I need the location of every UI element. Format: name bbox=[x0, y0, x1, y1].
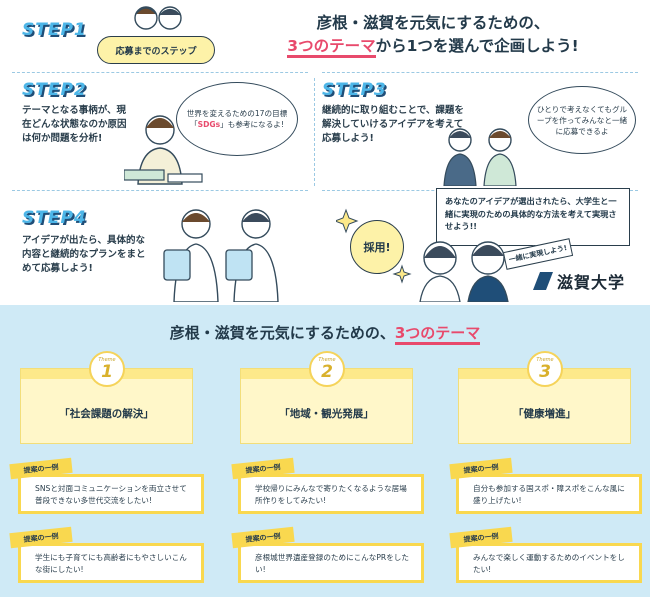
theme-medal-label: Theme bbox=[318, 357, 336, 363]
title-highlight: 3つのテーマ bbox=[287, 37, 376, 58]
university-mark-icon bbox=[533, 272, 553, 290]
sdgs-highlight: SDGs bbox=[197, 120, 221, 129]
university-students-illustration bbox=[419, 241, 509, 302]
step4-label: STEP4 bbox=[22, 208, 87, 228]
example-box: SNSと対面コミュニケーションを両立させて普段できない多世代交流をしたい! bbox=[18, 474, 204, 514]
theme-medal: Theme 1 bbox=[89, 351, 125, 387]
step2-text: テーマとなる事柄が、現在どんな状態なのか原因は何か問題を分析! bbox=[22, 105, 127, 144]
sparkle-decoration bbox=[336, 208, 412, 284]
steps-panel: STEP1 応募までのステップ 彦根・滋賀を元気にするための、 3つのテーマから… bbox=[0, 0, 650, 305]
step4-text: アイデアが出たら、具体的な内容と継続的なプランをまとめて応募しよう! bbox=[22, 235, 146, 274]
adopt-description: あなたのアイデアが選出されたら、大学生と一緒に実現のための具体的な方法を考えて実… bbox=[436, 188, 630, 246]
theme-number: 2 bbox=[321, 362, 333, 382]
themes-title: 彦根・滋賀を元気にするための、3つのテーマ bbox=[0, 322, 650, 345]
student-thinking-illustration bbox=[124, 115, 203, 185]
students-tablets-illustration bbox=[163, 209, 279, 302]
theme-name: 「健康増進」 bbox=[513, 408, 576, 420]
kids-illustration bbox=[134, 6, 182, 30]
example-box: 学校帰りにみんなで寄りたくなるような居場所作りをしてみたい! bbox=[238, 474, 424, 514]
sdgs-bubble-text-b: 」も参考になるよ! bbox=[220, 120, 284, 129]
step2-label: STEP2 bbox=[22, 80, 87, 100]
steps-badge: 応募までのステップ bbox=[97, 36, 215, 64]
adopt-badge: 採用! bbox=[350, 220, 404, 274]
example-box: 学生にも子育てにも高齢者にもやさしいこんな街にしたい! bbox=[18, 543, 204, 583]
page-title: 彦根・滋賀を元気にするための、 3つのテーマから1つを選んで企画しよう! bbox=[228, 12, 638, 58]
theme-name: 「地域・観光発展」 bbox=[279, 408, 374, 420]
themes-title-prefix: 彦根・滋賀を元気にするための、 bbox=[169, 324, 395, 342]
divider bbox=[12, 190, 308, 191]
theme-number: 3 bbox=[539, 362, 551, 382]
divider bbox=[322, 72, 638, 73]
step3-text: 継続的に取り組むことで、課題を解決していけるアイデアを考えて応募しよう! bbox=[322, 105, 464, 144]
example-box: 自分も参加する国スポ・障スポをこんな風に盛り上げたい! bbox=[456, 474, 642, 514]
title-line2-rest: から1つを選んで企画しよう! bbox=[375, 37, 579, 55]
theme-medal: Theme 2 bbox=[309, 351, 345, 387]
theme-medal-label: Theme bbox=[98, 357, 116, 363]
theme-medal: Theme 3 bbox=[527, 351, 563, 387]
theme-number: 1 bbox=[101, 362, 113, 382]
theme-card-3: Theme 3 「健康増進」 bbox=[458, 351, 631, 444]
theme-card-1: Theme 1 「社会課題の解決」 bbox=[20, 351, 193, 444]
title-line2: 3つのテーマから1つを選んで企画しよう! bbox=[228, 35, 638, 58]
example-box: 彦根城世界遺産登録のためにこんなPRをしたい! bbox=[238, 543, 424, 583]
title-line1: 彦根・滋賀を元気にするための、 bbox=[316, 14, 550, 32]
sdgs-bubble-text-a: 世界を変えるための17の目標「 bbox=[186, 109, 288, 129]
step3-label: STEP3 bbox=[322, 80, 387, 100]
divider bbox=[12, 72, 308, 73]
themes-title-highlight: 3つのテーマ bbox=[394, 324, 481, 345]
theme-medal-label: Theme bbox=[536, 357, 554, 363]
university-logo: 滋賀大学 bbox=[533, 271, 643, 292]
example-box: みんなで楽しく運動するためのイベントをしたい! bbox=[456, 543, 642, 583]
group-bubble: ひとりで考えなくてもグループを作ってみんなと一緒に応募できるよ bbox=[528, 86, 636, 154]
cheering-students-illustration bbox=[443, 128, 517, 186]
step1-label: STEP1 bbox=[22, 20, 87, 40]
theme-card-2: Theme 2 「地域・観光発展」 bbox=[240, 351, 413, 444]
theme-name: 「社会課題の解決」 bbox=[59, 408, 154, 420]
university-name: 滋賀大学 bbox=[557, 273, 626, 292]
divider bbox=[314, 78, 315, 186]
sdgs-bubble: 世界を変えるための17の目標「SDGs」も参考になるよ! bbox=[176, 82, 298, 156]
